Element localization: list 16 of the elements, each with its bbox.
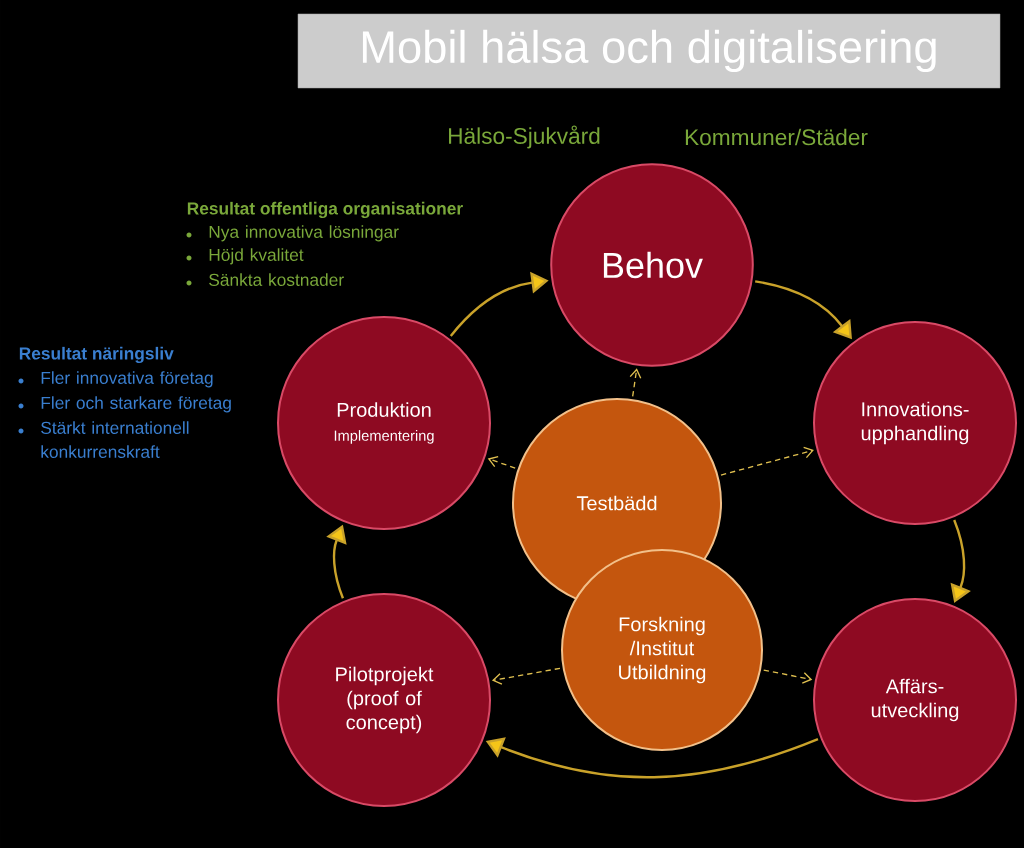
dashed-arrow	[720, 446, 814, 476]
list-item: Fler innovativa företag	[41, 371, 213, 388]
list-item: Nya innovativa lösningar	[209, 225, 399, 242]
list-item: Sänkta kostnader	[209, 273, 344, 286]
list-heading: Resultat offentliga organisationer	[187, 201, 463, 219]
dashed-arrow	[487, 455, 516, 469]
dashed-arrow	[491, 667, 561, 685]
list-item: Stärkt internationell konkurrenskraft	[41, 421, 189, 458]
dashed-arrow	[763, 669, 813, 684]
heading: Hälso-Sjukvård	[449, 125, 600, 149]
heading: Kommuner/Städer	[685, 128, 868, 146]
list-item: Fler och starkare företag	[41, 396, 231, 413]
cycle-arrow	[950, 519, 971, 603]
list-item: Höjd kvalitet	[209, 248, 304, 265]
list-heading: Resultat näringsliv	[19, 346, 174, 364]
dashed-arrow	[629, 368, 642, 398]
